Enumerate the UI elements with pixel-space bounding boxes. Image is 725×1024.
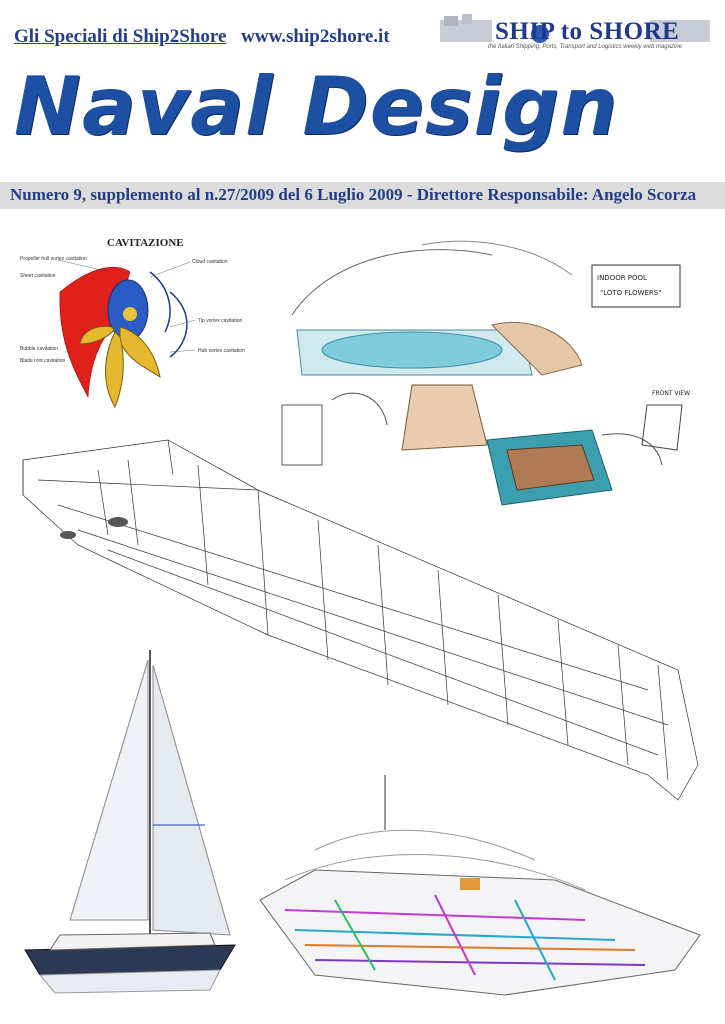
sketch-note: FRONT VIEW — [652, 390, 690, 397]
cavitation-label: Bubble cavitation — [20, 346, 58, 352]
series-link[interactable]: Gli Speciali di Ship2Shore — [14, 26, 227, 47]
cavitation-title: CAVITAZIONE — [107, 237, 184, 249]
cavitation-label: Hub vortex cavitation — [198, 348, 245, 354]
interior-sketch: INDOOR POOL "LOTO FLOWERS" FRONT VIEW — [281, 240, 690, 506]
cavitation-label: Cloud cavitation — [192, 259, 228, 265]
sailboat-illustration — [24, 650, 236, 994]
yacht-cutaway — [259, 775, 701, 996]
hull-wireframe — [22, 439, 699, 801]
cavitation-label: Tip vortex cavitation — [198, 318, 242, 324]
cavitation-diagram: CAVITAZIONE Propeller hull vortex cavita… — [20, 237, 245, 409]
page-title: Naval Design — [14, 60, 619, 153]
website-link[interactable]: www.ship2shore.it — [241, 26, 390, 47]
cavitation-label: Sheet cavitation — [20, 273, 56, 279]
issue-line: Numero 9, supplemento al n.27/2009 del 6… — [10, 185, 697, 204]
sketch-note: "LOTO FLOWERS" — [600, 289, 661, 297]
issue-band: Numero 9, supplemento al n.27/2009 del 6… — [0, 182, 725, 209]
cavitation-label: Blade root cavitation — [20, 358, 66, 364]
ship2shore-logo — [440, 14, 710, 43]
header-line: Gli Speciali di Ship2Shore www.ship2shor… — [14, 26, 390, 48]
cavitation-label: Propeller hull vortex cavitation — [20, 256, 87, 262]
logo-name: SHIP to SHORE — [495, 18, 680, 45]
sketch-note: INDOOR POOL — [597, 274, 647, 282]
logo-tagline: the Italian Shipping, Ports, Transport a… — [488, 44, 682, 50]
